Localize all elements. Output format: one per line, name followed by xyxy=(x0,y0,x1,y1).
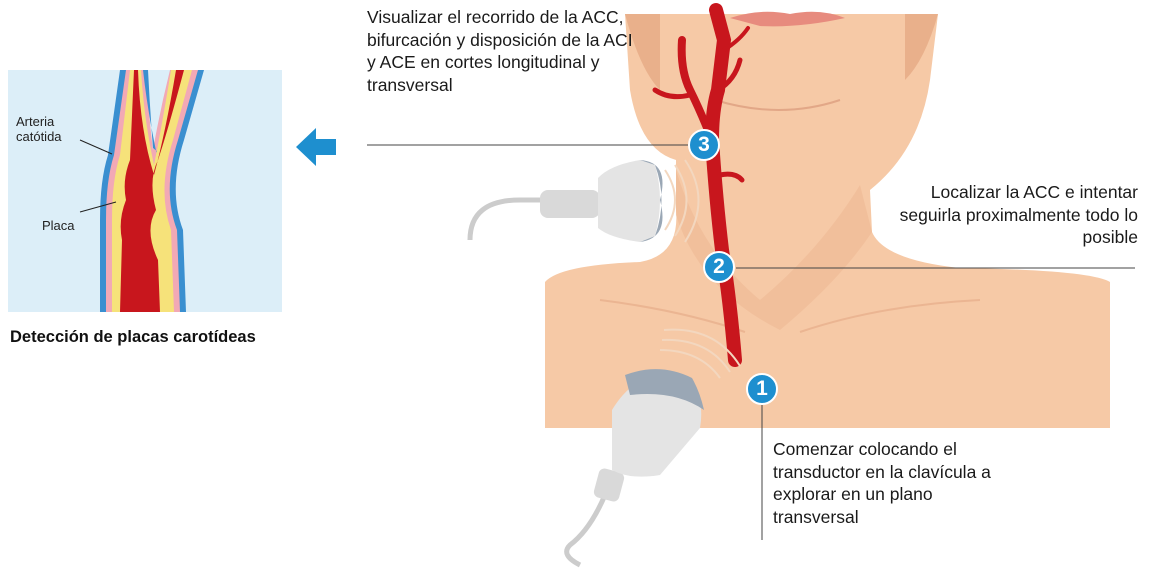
step-3-badge: 3 xyxy=(688,129,720,161)
step-1-text: Comenzar colocando el transductor en la … xyxy=(773,438,1003,528)
step-1-badge: 1 xyxy=(746,373,778,405)
ultrasound-probe-icon xyxy=(470,160,699,242)
left-arrow-icon xyxy=(296,128,336,166)
step-3-text: Visualizar el recorrido de la ACC, bifur… xyxy=(367,6,637,96)
step-2-text: Localizar la ACC e intentar seguirla pro… xyxy=(870,181,1138,249)
step-2-badge: 2 xyxy=(703,251,735,283)
